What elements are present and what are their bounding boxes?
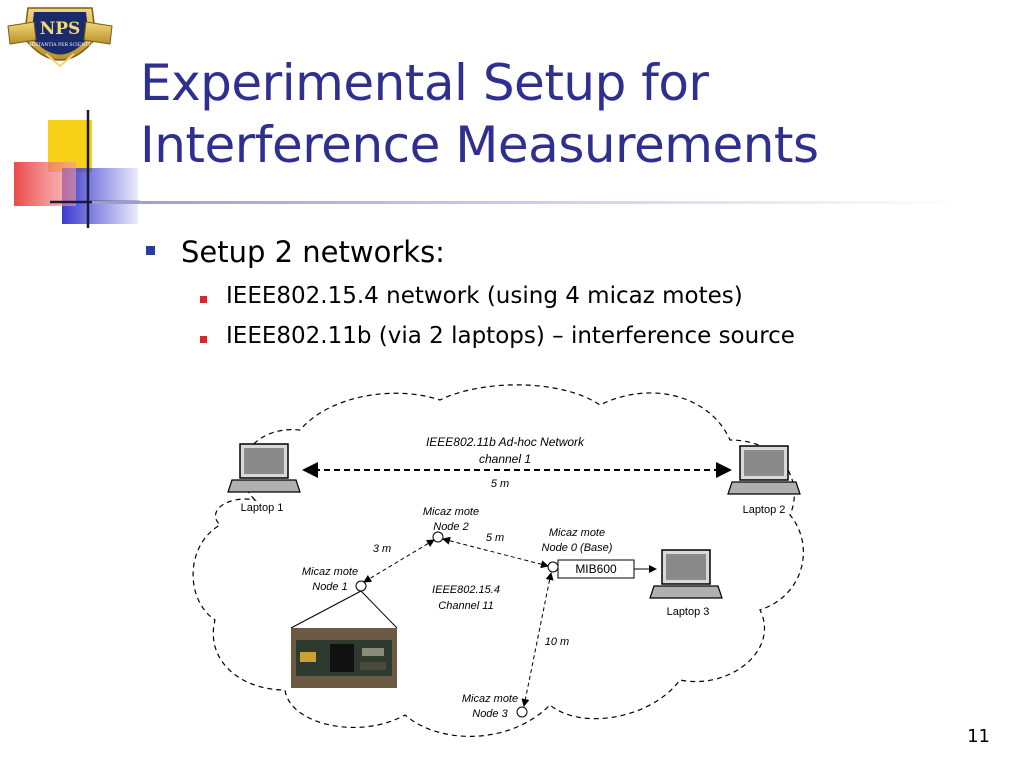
node-1-icon — [355, 580, 367, 592]
wifi-channel-label: channel 1 — [479, 452, 531, 466]
node-0-label-a: Micaz mote — [549, 527, 605, 539]
laptop-2-icon — [727, 445, 801, 495]
laptop-3-label: Laptop 3 — [667, 606, 710, 618]
sub-bullet-ieee80211b: IEEE802.11b (via 2 laptops) – interferen… — [226, 323, 795, 349]
page-number: 11 — [967, 726, 990, 747]
title-decoration — [14, 110, 962, 228]
logo-motto: PRAESTANTIA PER SCIENTIAM — [22, 42, 99, 48]
title-line-2: Interference Measurements — [140, 116, 819, 174]
network-diagram: IEEE802.11b Ad-hoc Network channel 1 5 m… — [192, 384, 804, 737]
logo-text: NPS — [40, 19, 81, 39]
distance-3m-label: 3 m — [373, 543, 391, 555]
node-2-icon — [432, 531, 444, 543]
nps-logo: NPS PRAESTANTIA PER SCIENTIAM — [7, 7, 113, 68]
distance-10m-label: 10 m — [545, 636, 569, 648]
node-2-label-b: Node 2 — [433, 521, 468, 533]
sub-bullet-ieee802154: IEEE802.15.4 network (using 4 micaz mote… — [226, 283, 743, 309]
node-0-label-b: Node 0 (Base) — [542, 542, 613, 554]
node-1-label-b: Node 1 — [312, 581, 347, 593]
laptop-2-label: Laptop 2 — [743, 504, 786, 516]
laptop-3-icon — [649, 549, 723, 599]
distance-5m-label: 5 m — [486, 532, 504, 544]
title-line-1: Experimental Setup for — [140, 54, 709, 112]
wifi-network-label: IEEE802.11b Ad-hoc Network — [426, 435, 585, 449]
node-3-icon — [516, 706, 528, 718]
bullet-marker — [146, 246, 155, 255]
bullet-setup-networks: Setup 2 networks: — [181, 235, 445, 269]
sub-bullet-marker — [200, 296, 207, 303]
mib600-label: MIB600 — [575, 562, 617, 576]
node-0-icon — [547, 561, 559, 573]
micaz-mote-photo — [291, 628, 397, 688]
sub-bullet-marker — [200, 336, 207, 343]
wifi-distance-label: 5 m — [491, 478, 509, 490]
node-2-label-a: Micaz mote — [423, 506, 479, 518]
node-3-label-a: Micaz mote — [462, 693, 518, 705]
slide-title: Experimental Setup for Interference Meas… — [140, 52, 1000, 176]
node-1-label-a: Micaz mote — [302, 566, 358, 578]
laptop-1-label: Laptop 1 — [241, 502, 284, 514]
node-3-label-b: Node 3 — [472, 708, 508, 720]
zigbee-network-label: IEEE802.15.4 — [432, 584, 500, 596]
laptop-1-icon — [227, 443, 301, 493]
zigbee-channel-label: Channel 11 — [438, 600, 493, 612]
